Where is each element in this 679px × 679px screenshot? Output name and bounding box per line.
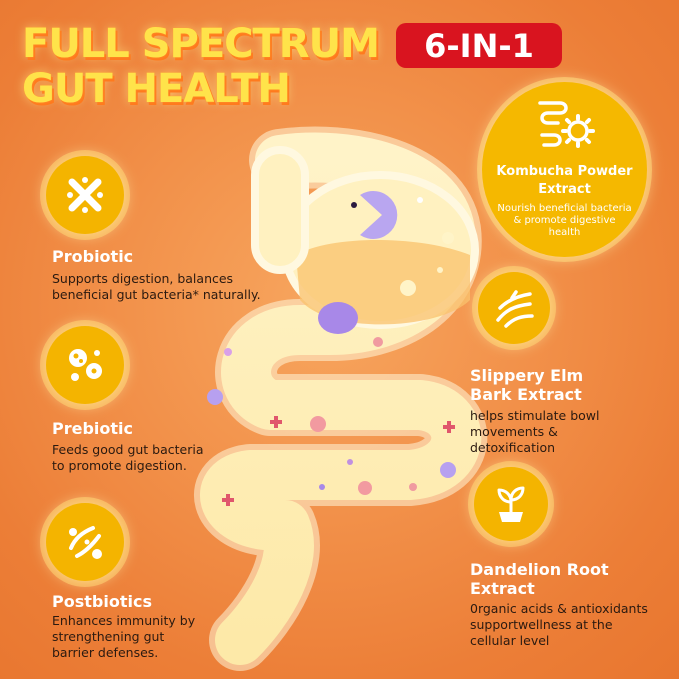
probiotic-icon-badge xyxy=(46,156,124,234)
kombucha-title-line: Extract xyxy=(538,182,591,197)
probiotic-description-line: beneficial gut bacteria* naturally. xyxy=(52,287,261,302)
slippery-elm-title-line: Bark Extract xyxy=(470,385,582,404)
intestine-gear-icon xyxy=(538,101,595,148)
slippery-elm-description-line: detoxification xyxy=(470,440,556,455)
prebiotic-description: Feeds good gut bacteria to promote diges… xyxy=(52,442,204,474)
dandelion-description-line: supportwellness at the xyxy=(470,617,613,632)
slippery-elm-title: Slippery Elm Bark Extract xyxy=(470,366,583,404)
postbiotics-description-line: barrier defenses. xyxy=(52,645,159,660)
postbiotics-title: Postbiotics xyxy=(52,592,152,611)
probiotic-description-line: Supports digestion, balances xyxy=(52,271,234,286)
slippery-elm-icon-badge xyxy=(478,272,550,344)
dandelion-title-line: Extract xyxy=(470,579,535,598)
probiotic-title: Probiotic xyxy=(52,247,134,266)
dandelion-description-line: cellular level xyxy=(470,633,550,648)
prebiotic-description-line: Feeds good gut bacteria xyxy=(52,442,204,457)
slippery-elm-description-line: movements & xyxy=(470,424,558,439)
postbiotics-description-line: Enhances immunity by xyxy=(52,613,196,628)
slippery-elm-description: helps stimulate bowl movements & detoxif… xyxy=(470,408,599,456)
prebiotic-description-line: to promote digestion. xyxy=(52,458,187,473)
dandelion-title-line: Dandelion Root xyxy=(470,560,609,579)
dandelion-description-line: 0rganic acids & antioxidants xyxy=(470,601,648,616)
microbe-cluster-icon xyxy=(69,349,102,381)
slippery-elm-title-line: Slippery Elm xyxy=(470,366,584,385)
kombucha-description: Nourish beneficial bacteria & promote di… xyxy=(482,203,647,239)
dandelion-description: 0rganic acids & antioxidants supportwell… xyxy=(470,601,648,649)
kombucha-title: Kombucha Powder Extract xyxy=(482,163,647,199)
bark-twigs-icon xyxy=(496,290,534,328)
postbiotics-icon-badge xyxy=(46,503,124,581)
bacteria-pattern-icon xyxy=(67,177,103,213)
postbiotics-description-line: strengthening gut xyxy=(52,629,165,644)
plant-pot-icon xyxy=(497,486,525,522)
six-in-one-badge: 6-IN-1 xyxy=(396,23,562,68)
prebiotic-title: Prebiotic xyxy=(52,419,134,438)
headline-line-1: FULL SPECTRUM xyxy=(22,21,380,67)
slippery-elm-description-line: helps stimulate bowl xyxy=(470,408,600,423)
kombucha-description-line: Nourish beneficial bacteria xyxy=(497,203,632,214)
postbiotics-description: Enhances immunity by strengthening gut b… xyxy=(52,613,195,661)
bacteria-mix-icon xyxy=(69,526,102,559)
dandelion-title: Dandelion Root Extract xyxy=(470,560,609,598)
kombucha-description-line: & promote digestive xyxy=(513,215,616,226)
dandelion-icon-badge xyxy=(474,467,548,541)
headline-line-2: GUT HEALTH xyxy=(22,66,291,112)
probiotic-description: Supports digestion, balances beneficial … xyxy=(52,271,261,303)
kombucha-description-line: health xyxy=(548,227,581,238)
kombucha-title-line: Kombucha Powder xyxy=(496,164,633,179)
prebiotic-icon-badge xyxy=(46,326,124,404)
